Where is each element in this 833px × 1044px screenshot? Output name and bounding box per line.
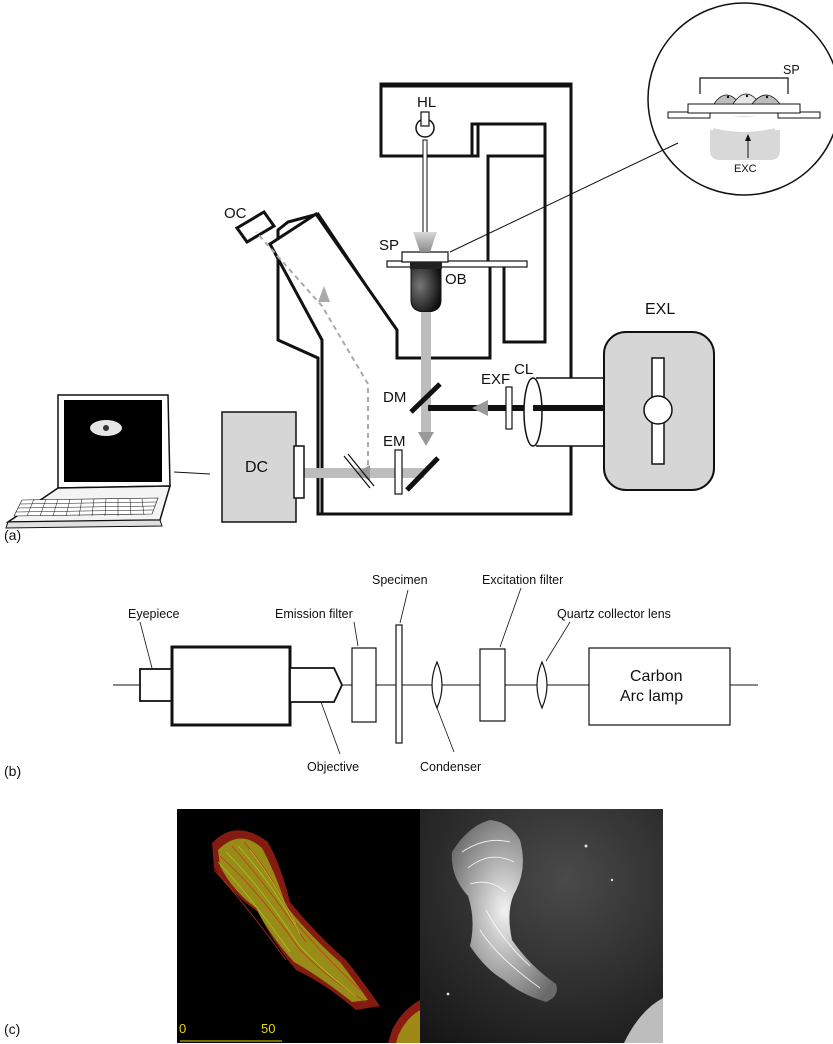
- label-dc: DC: [245, 459, 268, 476]
- label-condenser: Condenser: [420, 760, 481, 774]
- objective-pointer: [320, 701, 341, 755]
- emission-filter-shape: [351, 647, 377, 723]
- panel-a-tag: (a): [4, 527, 21, 543]
- label-inset-sp: SP: [783, 63, 800, 77]
- beam-splitter-back: [347, 453, 375, 487]
- microscope-stage: [386, 260, 528, 268]
- laptop-computer: [5, 394, 172, 529]
- tube-body: [170, 645, 292, 727]
- eyepiece-shape: [139, 668, 173, 702]
- panel-a-microscope-diagram: HL OC SP OB EXL EXF CL DM EM DC SP EXC (…: [4, 2, 833, 543]
- label-exf: EXF: [481, 371, 510, 388]
- label-inset-exc: EXC: [734, 163, 757, 175]
- eyepiece-path-arrow: [318, 286, 330, 302]
- eyepiece-tube: [234, 210, 277, 244]
- scale-label-0: 0: [179, 1021, 186, 1036]
- eyepiece-light-path: [255, 231, 369, 465]
- label-cl: CL: [514, 361, 533, 378]
- label-quartz-lens: Quartz collector lens: [557, 607, 671, 621]
- beam-arrow-down: [418, 432, 434, 446]
- label-oc: OC: [224, 205, 247, 222]
- excitation-filter-pointer: [499, 587, 522, 648]
- grayscale-image-bg: [420, 809, 663, 1043]
- inset-pointer-line: [449, 142, 679, 253]
- quartz-collector-lens: [536, 660, 548, 710]
- panel-b-optical-path: Eyepiece Emission filter Specimen Excita…: [4, 573, 758, 779]
- label-ob: OB: [445, 271, 467, 288]
- label-lamp-line1: Carbon: [630, 668, 682, 685]
- label-excitation-filter: Excitation filter: [482, 573, 563, 587]
- emission-beam-vertical: [421, 312, 431, 436]
- label-dm: DM: [383, 389, 406, 406]
- label-objective: Objective: [307, 760, 359, 774]
- panel-b-tag: (b): [4, 763, 21, 779]
- dichroic-mirror: [409, 382, 442, 414]
- panel-c-tag: (c): [4, 1021, 20, 1037]
- excitation-filter-shape: [479, 648, 506, 722]
- carbon-arc-lamp-box: [588, 647, 731, 726]
- excitation-lamp-housing: [603, 331, 715, 491]
- label-emission-filter: Emission filter: [275, 607, 353, 621]
- objective-shape: [289, 667, 343, 703]
- specimen-pointer: [399, 589, 409, 624]
- label-lamp-line2: Arc lamp: [620, 688, 683, 705]
- fluorescence-cell: [212, 830, 420, 1043]
- label-em: EM: [383, 433, 406, 450]
- quartz-lens-pointer: [545, 621, 571, 662]
- objective-lens: [410, 267, 442, 313]
- label-hl: HL: [417, 94, 436, 111]
- emission-filter: [394, 449, 403, 495]
- condenser-lens: [431, 660, 443, 710]
- excitation-filter: [505, 386, 513, 430]
- camera-cable: [173, 471, 211, 475]
- label-specimen: Specimen: [372, 573, 428, 587]
- label-exl: EXL: [645, 301, 675, 318]
- label-sp: SP: [379, 237, 399, 254]
- scale-label-50: 50: [261, 1021, 275, 1036]
- digital-camera: [221, 411, 305, 523]
- specimen-inset: [647, 2, 833, 196]
- label-eyepiece: Eyepiece: [128, 607, 179, 621]
- excitation-beam-over-lens: [533, 405, 653, 411]
- emission-filter-pointer: [353, 621, 359, 647]
- objective-collar: [410, 262, 442, 269]
- light-cone: [413, 232, 437, 252]
- beam-splitter: [343, 455, 371, 489]
- excitation-arrow: [472, 400, 488, 416]
- turning-mirror: [405, 456, 440, 492]
- specimen-slide: [395, 624, 403, 744]
- panel-c-micrographs: 0 50 (c): [4, 809, 663, 1043]
- condenser-pointer: [436, 707, 455, 753]
- grayscale-cell: [446, 820, 663, 1043]
- specimen-holder: [401, 251, 449, 263]
- eyepiece-pointer: [139, 621, 153, 669]
